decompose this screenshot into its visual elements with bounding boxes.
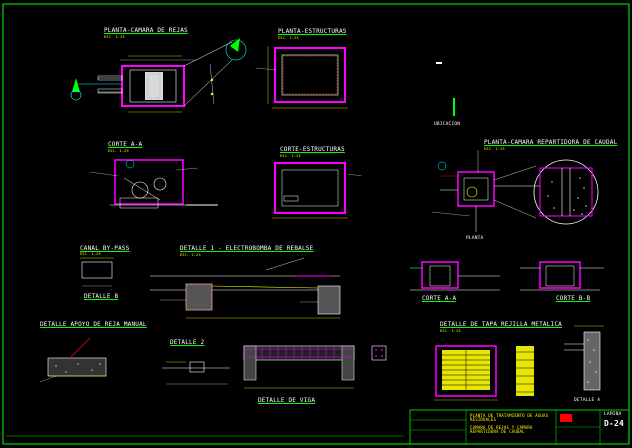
sheet-number: D-24 — [604, 419, 625, 428]
title-corte-b: CORTE B-B — [556, 295, 591, 302]
scale-corte-estructuras: ESC. 1:25 — [280, 154, 301, 158]
title-planta-estructuras: PLANTA-ESTRUCTURAS — [278, 28, 347, 35]
title-block — [409, 409, 630, 445]
scale-canal-bypass: ESC. 1:25 — [80, 252, 101, 256]
scale-planta-camara-rejas: ESC. 1:25 — [104, 35, 125, 39]
title-detalle-viga: DETALLE DE VIGA — [258, 397, 316, 404]
detalle-2-drawing — [162, 361, 230, 385]
title-camara-repartidora: PLANTA-CAMARA REPARTIDORA DE CAUDAL — [484, 139, 618, 146]
detalle-1-drawing — [150, 257, 341, 319]
sheet-frame — [2, 3, 630, 445]
title-planta-small: PLANTA — [466, 236, 484, 241]
title-canal-bypass: CANAL BY-PASS — [80, 245, 130, 252]
scale-planta-estructuras: ESC. 1:25 — [278, 36, 299, 40]
title-ubicacion: UBICACION — [434, 122, 461, 127]
title-planta-camara-rejas: PLANTA-CAMARA DE REJAS — [104, 27, 188, 34]
planta-estructuras-drawing — [255, 46, 348, 109]
title-corte-aa: CORTE A-A — [108, 141, 143, 148]
title-detalle-b: DETALLE B — [84, 293, 119, 300]
scale-camara-repartidora: ESC. 1:25 — [484, 147, 505, 151]
scale-detalle-1: ESC. 1:25 — [180, 253, 201, 257]
detalle-a-drawing — [564, 325, 604, 391]
detalle-tapa-drawing — [434, 345, 534, 401]
cortes-repartidora-drawing — [410, 261, 604, 291]
scale-corte-aa: ESC. 1:25 — [108, 149, 129, 153]
title-block-sheet-label: LAMINA — [604, 412, 622, 417]
title-block-project: PLANTA DE TRATAMIENTO DE AGUAS RESIDUALE… — [470, 413, 549, 422]
camara-repartidora-drawing — [431, 150, 599, 232]
title-detalle-tapa: DETALLE DE TAPA REJILLA METALICA — [440, 321, 562, 328]
ubicacion-drawing — [436, 62, 455, 116]
detalle-apoyo-drawing — [39, 337, 107, 383]
scale-detalle-tapa: ESC. 1:25 — [440, 329, 461, 333]
title-detalle-2: DETALLE 2 — [170, 339, 205, 346]
corte-aa-drawing — [89, 159, 218, 209]
title-block-drawing: CAMARA DE REJAS Y CAMARA REPARTIDORA DE … — [470, 425, 533, 434]
detalle-viga-drawing — [243, 345, 387, 389]
canal-bypass-drawing — [80, 257, 114, 287]
corte-estructuras-drawing — [272, 162, 363, 219]
planta-camara-rejas-drawing — [70, 38, 247, 113]
title-detalle-1: DETALLE 1 - ELECTROBOMBA DE REBALSE — [180, 245, 314, 252]
title-corte-a2: CORTE A-A — [422, 295, 457, 302]
title-detalle-a: DETALLE A — [574, 398, 601, 403]
title-detalle-apoyo: DETALLE APOYO DE REJA MANUAL — [40, 321, 147, 328]
title-corte-estructuras: CORTE-ESTRUCTURAS — [280, 146, 345, 153]
